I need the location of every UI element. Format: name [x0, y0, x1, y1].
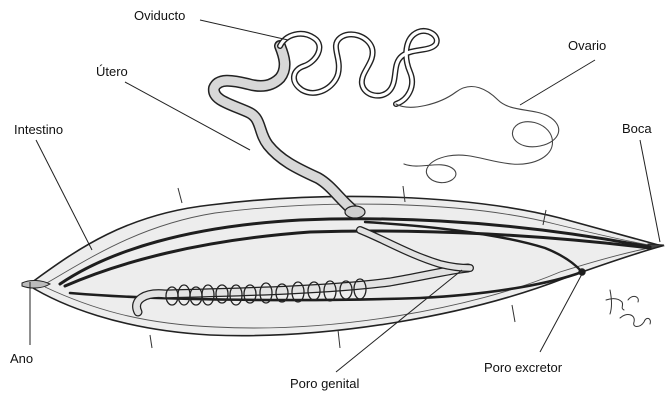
ovary [396, 87, 559, 183]
uterus-tube-fill [214, 46, 355, 212]
label-poro-excretor: Poro excretor [484, 360, 563, 375]
leader-oviducto [200, 20, 288, 40]
label-utero: Útero [96, 64, 128, 79]
label-poro-genital: Poro genital [290, 376, 359, 391]
artist-signature [606, 290, 650, 327]
uterus-junction [345, 206, 365, 218]
leader-boca [640, 140, 660, 242]
uterus [214, 46, 365, 218]
label-oviducto: Oviducto [134, 8, 185, 23]
leader-ovario [520, 60, 595, 105]
label-ovario: Ovario [568, 38, 606, 53]
leader-intestino [36, 140, 92, 250]
label-boca: Boca [622, 121, 652, 136]
oviduct [280, 31, 437, 104]
label-intestino: Intestino [14, 122, 63, 137]
label-ano: Ano [10, 351, 33, 366]
leader-utero [125, 82, 250, 150]
